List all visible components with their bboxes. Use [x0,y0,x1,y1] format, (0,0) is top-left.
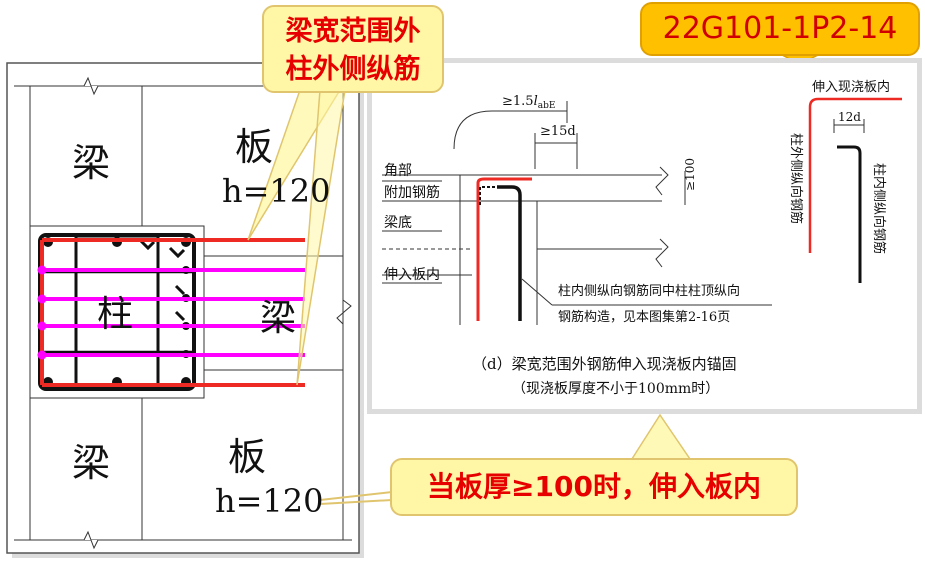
right-label-outer: 柱外侧纵向钢筋 [788,133,804,224]
detail-black-bar [497,185,522,321]
column-stirrup-inner [74,234,160,390]
label-corner: 角部 [384,163,412,179]
caption-line2: （现浇板厚度不小于100mm时） [512,381,719,397]
label-beam-bottom: 梁底 [384,215,412,231]
beam-label-bottom: 梁 [72,441,110,485]
leader-line [319,491,393,501]
plan-break-mark [83,530,99,550]
column-label: 柱 [97,294,133,335]
plan-break-mark [336,299,352,325]
detail-bend-arc [453,110,567,150]
slab-thickness-bottom: h=120 [215,482,324,520]
callout-left-line2: 柱外侧纵筋 [285,54,421,85]
label-extra-bar: 附加钢筋 [384,184,440,201]
detail-red-bar [476,177,532,321]
detail-break-mark [655,238,669,268]
detail-leader [521,278,553,306]
callout-left-line1: 梁宽范围外 [285,16,421,47]
beam-label-top: 梁 [72,141,110,185]
magenta-bars [42,268,305,357]
dim-15labe: ≥1.5labE [502,94,555,111]
detail-right-red-bar [808,97,902,253]
detail-drawing: ≥1.5labE ≥15d ≥100 角部 附加钢筋 梁底 伸入板内 柱内侧纵向… [382,79,902,397]
slab-label-top: 板 [235,125,273,169]
dim-100: ≥100 [683,158,697,191]
figure-code-badge: 22G101-1P2-14 [640,2,920,56]
callout-slab-anchor: 当板厚≥100时，伸入板内 [390,458,798,516]
leader-line [319,499,393,505]
label-into-slab: 伸入板内 [384,267,440,283]
dim-15d: ≥15d [540,124,576,139]
detail-figure-panel: ≥1.5labE ≥15d ≥100 角部 附加钢筋 梁底 伸入板内 柱内侧纵向… [372,63,917,409]
note-line1: 柱内侧纵向钢筋同中柱柱顶纵向 [558,283,740,299]
slab-label-bottom: 板 [228,435,266,479]
right-label-top: 伸入现浇板内 [812,79,890,95]
right-label-inner: 柱内侧纵向钢筋 [871,163,887,254]
hook-marks [138,238,186,322]
right-dim-12d: 12d [838,110,861,124]
detail-right-black-bar [837,145,862,283]
note-line2: 钢筋构造，见本图集第2-16页 [558,309,730,325]
detail-break-mark [655,166,669,196]
callout-outer-bars: 梁宽范围外 柱外侧纵筋 [262,5,444,93]
caption-line1: （d）梁宽范围外钢筋伸入现浇板内锚固 [472,355,737,373]
beam-label-right: 梁 [260,298,296,339]
magenta-bar-ends [37,265,47,360]
detail-corner-bar [479,186,498,205]
plan-break-mark [83,76,99,96]
slab-thickness-top: h=120 [222,172,331,210]
